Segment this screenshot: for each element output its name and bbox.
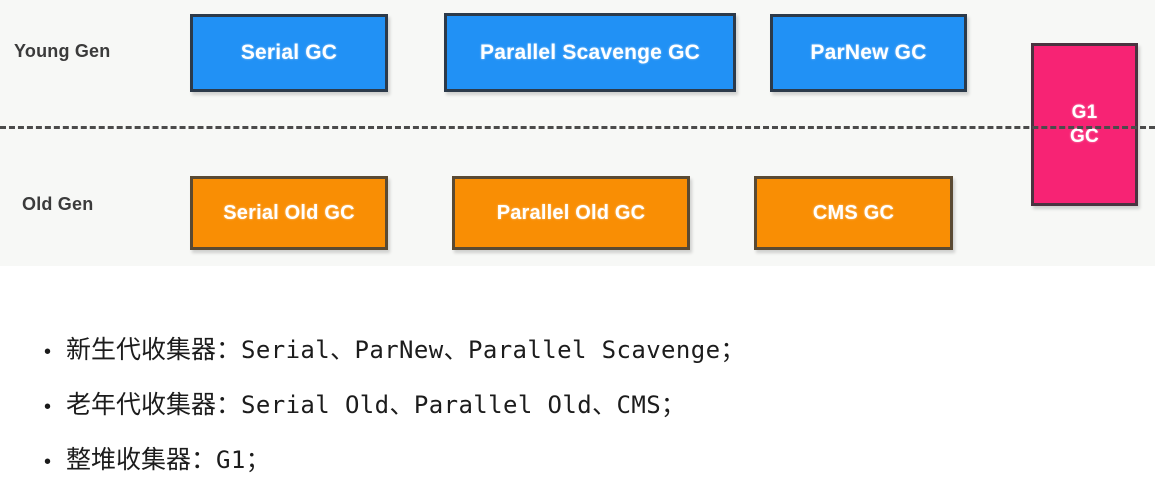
list-item-prefix: 整堆收集器： xyxy=(66,446,217,474)
gc-box-serial-old-gc: Serial Old GC xyxy=(190,176,388,250)
gc-box-label: Parallel Scavenge GC xyxy=(480,40,700,64)
bullet-dot-icon: • xyxy=(44,451,52,473)
gc-box-parnew-gc: ParNew GC xyxy=(770,14,967,92)
gc-box-cms-gc: CMS GC xyxy=(754,176,953,250)
gc-box-parallel-scavenge-gc: Parallel Scavenge GC xyxy=(444,13,736,92)
list-item: • 老年代收集器：Serial Old、Parallel Old、CMS； xyxy=(0,385,1155,440)
gc-box-label-line1: G1 xyxy=(1071,101,1098,123)
bullet-dot-icon: • xyxy=(44,396,52,418)
gc-box-serial-gc: Serial GC xyxy=(190,14,388,92)
gc-box-g1-gc: G1 GC xyxy=(1031,43,1138,206)
gc-box-label-line2: GC xyxy=(1070,125,1099,147)
generation-divider-dashed-line xyxy=(0,126,1155,129)
list-item-text: 新生代收集器：Serial、ParNew、Parallel Scavenge； xyxy=(66,330,745,366)
gc-box-label: Serial GC xyxy=(240,41,338,64)
gc-box-label: ParNew GC xyxy=(810,41,927,64)
list-item-value: G1； xyxy=(216,446,271,474)
list-item: • 整堆收集器：G1； xyxy=(0,440,1155,495)
gc-box-label: Parallel Old GC xyxy=(496,201,646,224)
gc-box-label: CMS GC xyxy=(812,201,895,224)
old-gen-label: Old Gen xyxy=(22,194,94,214)
young-gen-label: Young Gen xyxy=(14,41,111,61)
list-item-prefix: 老年代收集器： xyxy=(66,391,242,419)
gc-collectors-diagram: Young Gen Old Gen Serial GC Parallel Sca… xyxy=(0,13,1155,250)
list-item-prefix: 新生代收集器： xyxy=(66,336,242,364)
bullet-dot-icon: • xyxy=(44,341,52,363)
gc-box-label: Serial Old GC xyxy=(223,201,355,224)
collector-summary-list: • 新生代收集器：Serial、ParNew、Parallel Scavenge… xyxy=(0,330,1155,495)
gc-box-parallel-old-gc: Parallel Old GC xyxy=(452,176,690,250)
list-item-text: 整堆收集器：G1； xyxy=(66,440,270,476)
list-item-text: 老年代收集器：Serial Old、Parallel Old、CMS； xyxy=(66,385,685,421)
list-item-value: Serial Old、Parallel Old、CMS； xyxy=(241,391,686,419)
list-item-value: Serial、ParNew、Parallel Scavenge； xyxy=(241,336,745,364)
list-item: • 新生代收集器：Serial、ParNew、Parallel Scavenge… xyxy=(0,330,1155,385)
